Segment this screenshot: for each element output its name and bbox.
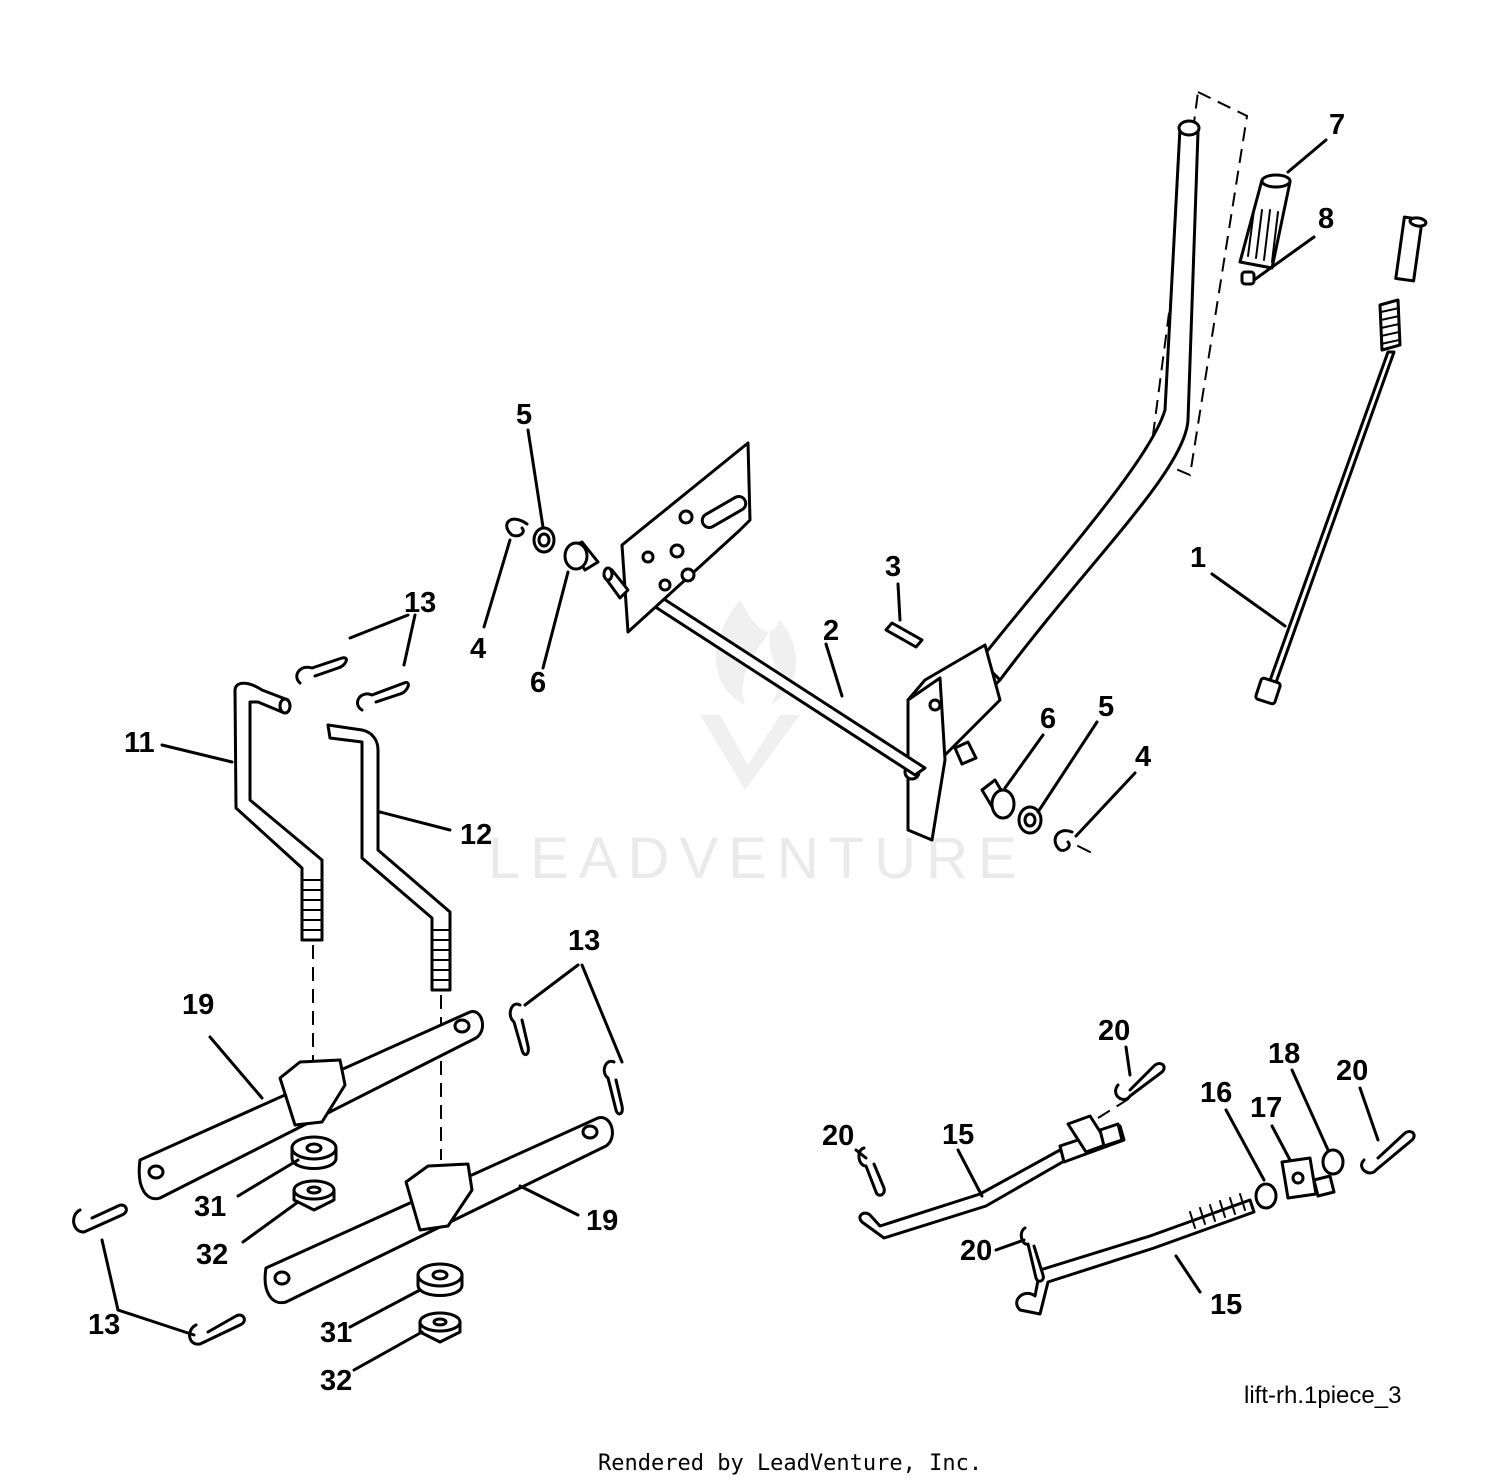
part-4-retainer-clip-left — [505, 517, 529, 538]
part-11-lift-link — [233, 681, 324, 942]
watermark-text: LEADVENTURE — [488, 826, 1027, 891]
callout-31-lower: 31 — [320, 1317, 352, 1349]
callout-5-right: 5 — [1098, 691, 1114, 723]
callout-1: 1 — [1190, 542, 1206, 574]
part-15-adjustment-rod-lower — [1015, 1193, 1256, 1316]
part-12-lift-link — [326, 723, 452, 992]
part-13-hairpin-clip — [188, 1313, 246, 1346]
watermark-v-icon — [700, 715, 800, 790]
callout-20-top: 20 — [1098, 1015, 1130, 1047]
part-13-hairpin-clip — [295, 656, 348, 685]
callout-13-bottom: 13 — [88, 1309, 120, 1341]
callout-labels: 1 2 3 4 4 5 5 6 6 7 8 11 12 13 13 13 15 … — [88, 109, 1368, 1397]
callout-20-lower: 20 — [960, 1235, 992, 1267]
callout-4-right: 4 — [1135, 741, 1151, 773]
assembly-axis-upper — [1097, 1097, 1131, 1119]
part-32-hex-nut — [418, 1311, 462, 1344]
callout-8: 8 — [1318, 203, 1334, 235]
part-8-screw — [1240, 270, 1256, 286]
part-31-spacer — [416, 1262, 464, 1297]
part-4-retainer-clip-right — [1053, 829, 1074, 852]
callout-2: 2 — [823, 615, 839, 647]
callout-11: 11 — [124, 727, 155, 759]
part-7-grip — [1238, 173, 1292, 270]
callout-18: 18 — [1268, 1038, 1300, 1070]
callout-15-upper: 15 — [942, 1119, 974, 1151]
drawing-code: lift-rh.1piece_3 — [1244, 1382, 1401, 1409]
part-6-bushing-left — [563, 540, 600, 572]
callout-19-lower: 19 — [586, 1205, 618, 1237]
footer-credit: Rendered by LeadVenture, Inc. — [598, 1451, 982, 1476]
part-1-lift-cable — [1254, 215, 1428, 706]
callout-4-left: 4 — [470, 633, 486, 665]
callout-32-upper: 32 — [196, 1239, 228, 1271]
callout-13-middle: 13 — [568, 925, 600, 957]
part-13-hairpin-clip — [508, 1002, 530, 1057]
part-31-spacer — [290, 1135, 338, 1170]
callout-16: 16 — [1200, 1077, 1232, 1109]
callout-13-top: 13 — [404, 587, 436, 619]
callout-6-right: 6 — [1040, 703, 1056, 735]
callout-31-upper: 31 — [194, 1191, 226, 1223]
callout-3: 3 — [885, 551, 901, 583]
part-3-roll-pin — [884, 621, 924, 649]
callout-5-left: 5 — [516, 399, 532, 431]
part-20-hairpin-clip — [1019, 1226, 1045, 1283]
callout-17: 17 — [1250, 1092, 1282, 1124]
part-20-hairpin-clip — [1114, 1062, 1166, 1101]
axis-line — [1077, 845, 1091, 853]
part-16-nut — [1254, 1182, 1278, 1210]
part-5-washer-left — [532, 526, 556, 554]
part-19-lift-arm-upper — [137, 1010, 485, 1201]
part-17-trunnion-block — [1280, 1156, 1336, 1200]
callout-32-lower: 32 — [320, 1365, 352, 1397]
part-13-hairpin-clip — [356, 681, 410, 712]
part-2-lift-shaft-assembly — [602, 119, 1201, 842]
callout-15-lower: 15 — [1210, 1289, 1242, 1321]
callout-6-left: 6 — [530, 667, 546, 699]
callout-20-right: 20 — [1336, 1055, 1368, 1087]
part-20-hairpin-clip — [1360, 1130, 1416, 1175]
part-5-washer-right — [1017, 805, 1043, 835]
part-19-lift-arm-lower — [263, 1116, 614, 1305]
leader-lines — [100, 138, 1380, 1372]
part-6-bushing-right — [980, 778, 1016, 820]
part-13-hairpin-clip — [72, 1203, 128, 1234]
part-17-block-upper — [1066, 1114, 1124, 1154]
part-13-hairpin-clip — [602, 1059, 624, 1116]
callout-19-upper: 19 — [182, 989, 214, 1021]
part-18-nut — [1321, 1148, 1345, 1176]
watermark-flame-icon — [715, 600, 797, 705]
lever-alternate-position-outline — [1148, 90, 1249, 477]
part-32-hex-nut — [292, 1179, 336, 1212]
callout-7: 7 — [1329, 109, 1345, 141]
callout-20-left: 20 — [822, 1120, 854, 1152]
callout-12: 12 — [460, 819, 492, 851]
